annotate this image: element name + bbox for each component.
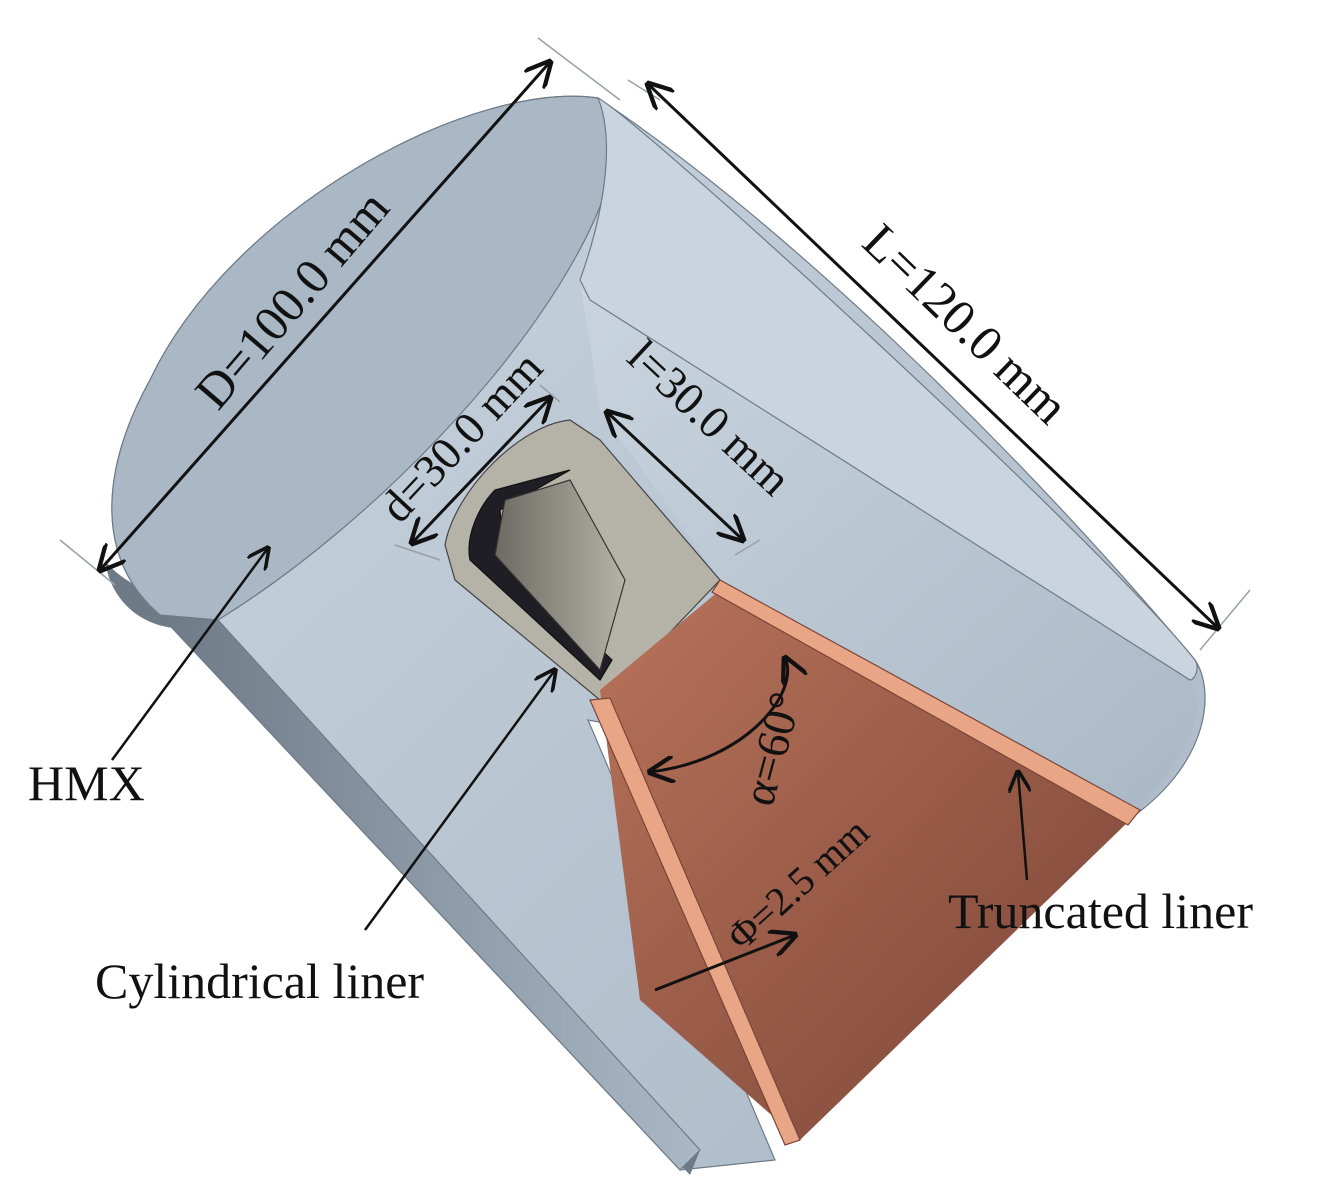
truncated-liner-leader	[1018, 772, 1027, 881]
cylindrical-liner-leader	[363, 670, 555, 931]
label-truncated-liner: Truncated liner	[948, 883, 1253, 939]
label-hmx: HMX	[28, 755, 145, 811]
dimension-l-line	[607, 412, 743, 540]
dimension-d-line	[412, 398, 550, 543]
dimension-L-line	[648, 84, 1218, 628]
label-cylindrical-liner: Cylindrical liner	[95, 953, 424, 1009]
cone-left-wall	[589, 697, 801, 1146]
dimension-phi-line	[654, 935, 795, 992]
leader-lines	[110, 548, 1027, 931]
dimension-alpha-arc	[650, 658, 788, 772]
hmx-leader	[110, 548, 268, 761]
dimension-arrows	[100, 62, 1218, 992]
dimension-D-line	[100, 62, 550, 570]
